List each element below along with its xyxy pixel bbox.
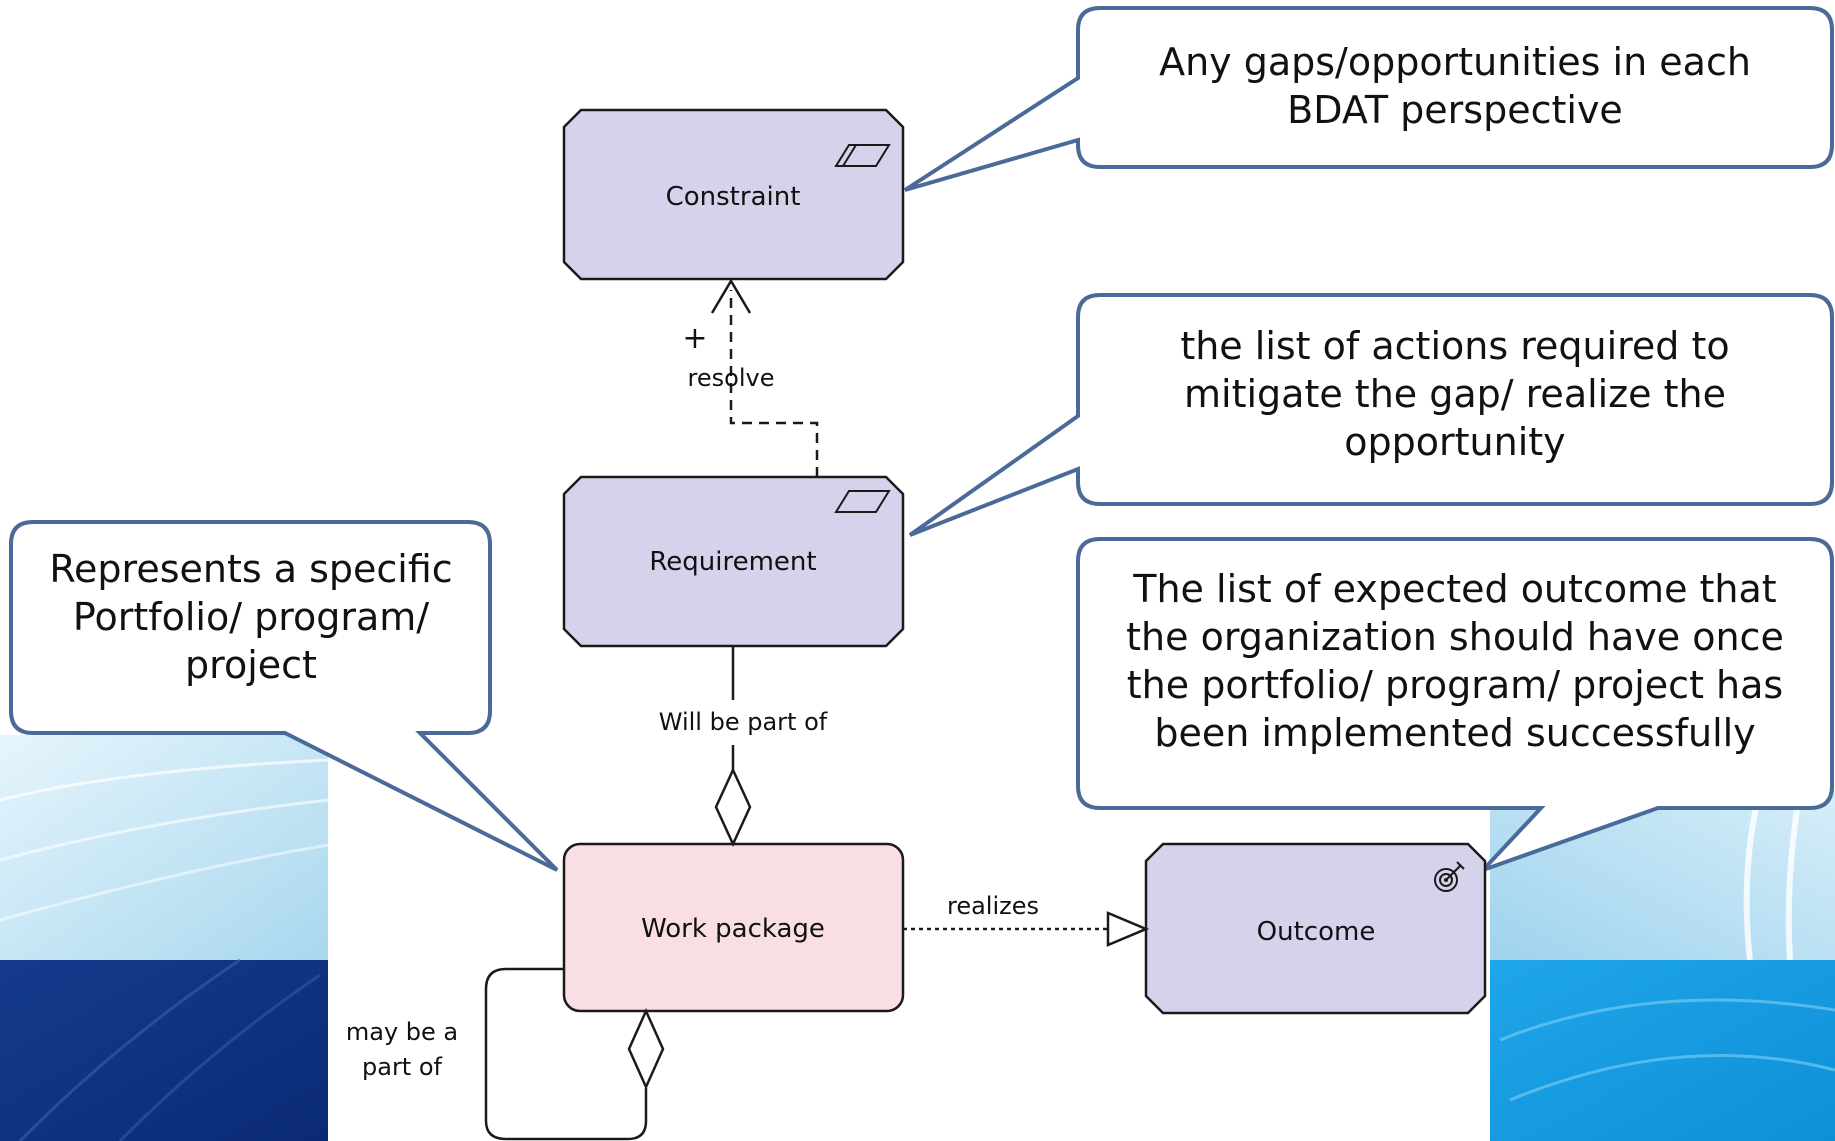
requirement-node[interactable]: Requirement xyxy=(562,475,905,648)
resolve-label: resolve xyxy=(688,364,775,392)
target-icon xyxy=(1434,861,1465,892)
edge-self-part-of: may be a part of xyxy=(346,967,665,1141)
callout-actions-line: the list of actions required to xyxy=(1180,324,1730,368)
resolve-plus: + xyxy=(682,321,707,356)
edge-resolve: + resolve xyxy=(682,278,819,477)
callout-portfolio-text: Represents a specific Portfolio/ program… xyxy=(15,545,487,689)
will-be-part-of-label: Will be part of xyxy=(659,708,828,736)
edge-will-be-part-of: Will be part of xyxy=(659,646,828,847)
callout-outcome-line: the portfolio/ program/ project has xyxy=(1126,663,1784,707)
constraint-label: Constraint xyxy=(666,182,801,212)
self-part-of-line2: part of xyxy=(362,1053,443,1081)
callout-outcome-text: The list of expected outcome that the or… xyxy=(1082,565,1828,757)
constraint-node[interactable]: Constraint xyxy=(562,108,905,281)
aggregation-diamond xyxy=(714,767,752,847)
realizes-arrowhead xyxy=(1106,911,1150,947)
outcome-label: Outcome xyxy=(1257,917,1376,947)
callout-actions xyxy=(908,293,1834,537)
callout-outcome-line: been implemented successfully xyxy=(1154,711,1756,755)
requirement-parallelogram-icon xyxy=(834,490,891,513)
requirement-label: Requirement xyxy=(649,547,816,577)
callout-gaps xyxy=(903,6,1834,192)
self-aggregation-diamond xyxy=(627,1007,665,1091)
callout-gaps-line: Any gaps/opportunities in each xyxy=(1159,40,1751,84)
callout-outcome xyxy=(1076,537,1834,872)
work-package-label: Work package xyxy=(641,914,825,944)
callout-portfolio-line: Represents a specific xyxy=(49,547,453,591)
callout-portfolio xyxy=(9,520,559,872)
resolve-arrowhead xyxy=(710,278,752,314)
constraint-icon-bar xyxy=(842,144,857,167)
constraint-parallelogram-icon xyxy=(834,144,891,167)
callout-gaps-line: BDAT perspective xyxy=(1287,88,1623,132)
edge-realizes: realizes xyxy=(903,892,1150,947)
callout-portfolio-line: Portfolio/ program/ xyxy=(72,595,430,639)
callout-gaps-text: Any gaps/opportunities in each BDAT pers… xyxy=(1082,38,1828,134)
work-package-node[interactable]: Work package xyxy=(562,842,905,1013)
realizes-label: realizes xyxy=(947,892,1039,920)
callout-actions-line: mitigate the gap/ realize the xyxy=(1184,372,1726,416)
callout-outcome-line: the organization should have once xyxy=(1126,615,1784,659)
background-decoration-left xyxy=(0,735,329,1141)
callout-actions-text: the list of actions required to mitigate… xyxy=(1082,322,1828,466)
callout-portfolio-line: project xyxy=(185,643,317,687)
outcome-node[interactable]: Outcome xyxy=(1144,842,1487,1015)
callout-actions-line: opportunity xyxy=(1344,420,1566,464)
self-part-of-line1: may be a xyxy=(346,1018,458,1046)
callout-outcome-line: The list of expected outcome that xyxy=(1133,567,1777,611)
